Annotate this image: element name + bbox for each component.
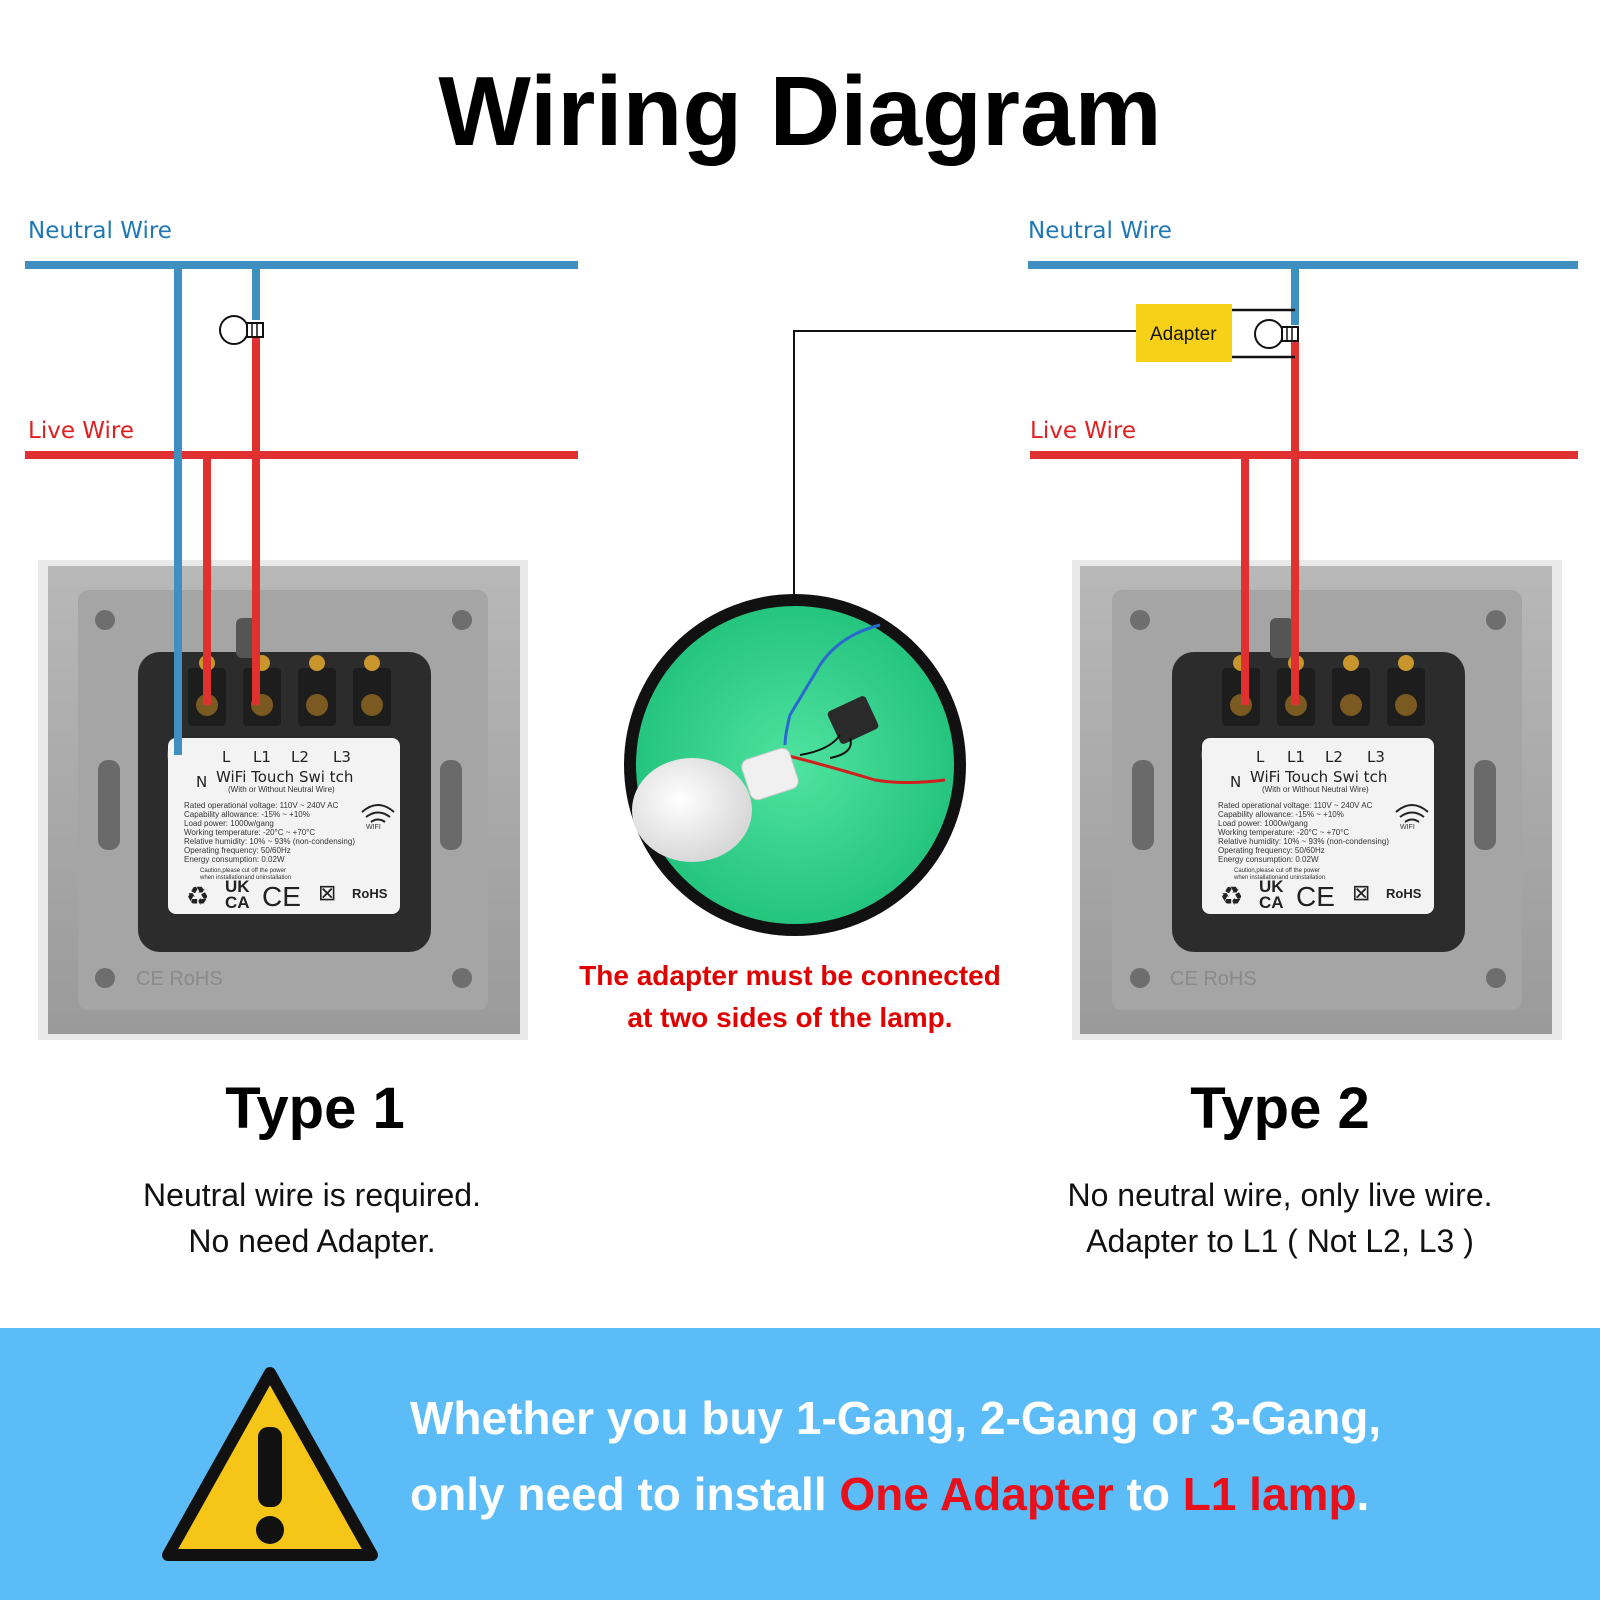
weee-bin-icon: ⊠: [318, 880, 336, 905]
type2-desc-line2: Adapter to L1 ( Not L2, L3 ): [1086, 1223, 1474, 1259]
caution-text: Caution,please cut off the power: [200, 868, 286, 874]
type2-desc: No neutral wire, only live wire. Adapter…: [1000, 1172, 1560, 1264]
adapter-component: [827, 696, 879, 744]
term-N: N: [196, 773, 207, 791]
spec-3: Working temperature: -20°C ~ +70°C: [1218, 828, 1349, 837]
type1-desc-line2: No need Adapter.: [188, 1223, 436, 1259]
page-title: Wiring Diagram: [438, 56, 1162, 166]
spec-6: Energy consumption: 0.02W: [1218, 855, 1319, 864]
spec-6: Energy consumption: 0.02W: [184, 855, 285, 864]
banner-text: Whether you buy 1-Gang, 2-Gang or 3-Gang…: [410, 1380, 1560, 1532]
spec-1: Capability allowance: -15% ~ +10%: [184, 810, 310, 819]
spec-3: Working temperature: -20°C ~ +70°C: [184, 828, 315, 837]
plate-marks: CE RoHS: [1170, 968, 1257, 990]
product-name: WiFi Touch Swi tch: [1250, 768, 1387, 786]
spec-4: Relative humidity: 10% ~ 93% (non-conden…: [1218, 837, 1389, 846]
term-L: L: [1256, 748, 1265, 766]
term-L1: L1: [253, 748, 271, 766]
adapter-note-line1: The adapter must be connected: [579, 960, 1001, 991]
ukca-top: UK: [1259, 877, 1284, 896]
plate-marks: CE RoHS: [136, 968, 223, 990]
bulb-icon: [632, 758, 752, 862]
lamp-icon: [1254, 319, 1299, 349]
lamp-icon: [219, 315, 264, 345]
wires-type2: Adapter: [793, 261, 1578, 705]
term-L1: L1: [1287, 748, 1305, 766]
product-name: WiFi Touch Swi tch: [216, 768, 353, 786]
caution-text: Caution,please cut off the power: [1234, 868, 1320, 874]
warning-icon: [162, 1367, 378, 1561]
adapter-label: Adapter: [1150, 324, 1217, 345]
recycle-icon: ♻: [1220, 881, 1243, 911]
type1-desc: Neutral wire is required. No need Adapte…: [32, 1172, 592, 1264]
weee-bin-icon: ⊠: [1352, 880, 1370, 905]
banner-line2-c: to: [1113, 1468, 1183, 1520]
neutral-wire-label: Neutral Wire: [28, 218, 172, 244]
spec-0: Rated operational voltage: 110V ~ 240V A…: [184, 801, 339, 810]
term-L3: L3: [1367, 748, 1385, 766]
callout-line: [793, 330, 1136, 603]
spec-1: Capability allowance: -15% ~ +10%: [1218, 810, 1344, 819]
caution-text-2: when installationand uninstallation: [1233, 875, 1325, 881]
product-subtitle: (With or Without Neutral Wire): [228, 785, 335, 794]
type1-desc-line1: Neutral wire is required.: [143, 1177, 481, 1213]
adapter-box: [1136, 304, 1232, 362]
banner-line2-e: .: [1356, 1468, 1370, 1520]
ukca-bottom: CA: [1259, 893, 1284, 912]
adapter-note-line2: at two sides of the lamp.: [627, 1002, 953, 1033]
banner-line1: Whether you buy 1-Gang, 2-Gang or 3-Gang…: [410, 1392, 1382, 1444]
ce-mark: CE: [262, 881, 301, 912]
wifi-icon: [1395, 804, 1429, 823]
term-L2: L2: [1325, 748, 1343, 766]
ukca-top: UK: [225, 877, 250, 896]
live-wire-label: Live Wire: [28, 418, 135, 444]
rohs-mark: RoHS: [1386, 886, 1422, 901]
ukca-bottom: CA: [225, 893, 250, 912]
banner-line2-a: only need to install: [410, 1468, 840, 1520]
spec-4: Relative humidity: 10% ~ 93% (non-conden…: [184, 837, 355, 846]
live-wire-label: Live Wire: [1030, 418, 1137, 444]
term-L2: L2: [291, 748, 309, 766]
term-N: N: [1230, 773, 1241, 791]
neutral-wire-label: Neutral Wire: [1028, 218, 1172, 244]
l1-lamp-text: L1 lamp: [1182, 1468, 1357, 1520]
type2-desc-line1: No neutral wire, only live wire.: [1067, 1177, 1493, 1213]
one-adapter-text: One Adapter: [839, 1468, 1114, 1520]
switch-type1: CE RoHS L L1 L2 L3 N WiFi Touch Swi tc: [38, 560, 528, 1040]
type2-title: Type 2: [1190, 1076, 1370, 1141]
wiring-diagram-graphic: CE RoHS L L1 L2 L3 N WiFi Touch Swi tc: [25, 261, 1578, 1040]
caution-text-2: when installationand uninstallation: [199, 875, 291, 881]
spec-0: Rated operational voltage: 110V ~ 240V A…: [1218, 801, 1373, 810]
adapter-note: The adapter must be connected at two sid…: [540, 955, 1040, 1039]
wires-type1: [25, 261, 578, 755]
wifi-icon: [361, 804, 395, 823]
term-L: L: [222, 748, 231, 766]
banner-line2: only need to install One Adapter to L1 l…: [410, 1456, 1560, 1532]
product-subtitle: (With or Without Neutral Wire): [1262, 785, 1369, 794]
term-L3: L3: [333, 748, 351, 766]
spec-5: Operating frequency: 50/60Hz: [184, 846, 291, 855]
rohs-mark: RoHS: [352, 886, 388, 901]
ce-mark: CE: [1296, 881, 1335, 912]
recycle-icon: ♻: [186, 881, 209, 911]
switch-type2: CE RoHS L L1 L2 L3 N WiFi Touch Swi tch …: [1072, 560, 1562, 1040]
spec-2: Load power: 1000w/gang: [1218, 819, 1308, 828]
spec-5: Operating frequency: 50/60Hz: [1218, 846, 1325, 855]
spec-2: Load power: 1000w/gang: [184, 819, 274, 828]
wifi-text: WIFI: [1400, 824, 1415, 831]
adapter-photo: [624, 594, 966, 936]
wifi-text: WIFI: [366, 824, 381, 831]
type1-title: Type 1: [225, 1076, 405, 1141]
